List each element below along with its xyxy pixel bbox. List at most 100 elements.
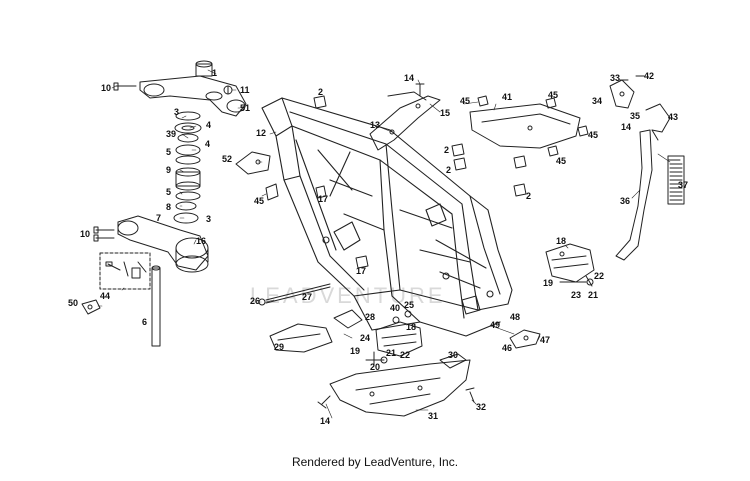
callout-10-lower: 10 — [80, 229, 90, 239]
bolt-kit-44 — [99, 252, 151, 290]
callout-45-panel-a: 45 — [460, 96, 470, 106]
bracket-34 — [609, 79, 635, 109]
callout-13: 13 — [370, 120, 380, 130]
callout-31: 31 — [428, 411, 438, 421]
callout-28: 28 — [365, 312, 375, 322]
leader-lines — [97, 69, 671, 419]
upper-clamp-bolt-10 — [113, 82, 137, 91]
callout-2-top: 2 — [318, 87, 323, 97]
chain-guard-29 — [269, 323, 333, 353]
lower-triple-clamp — [117, 215, 209, 273]
tank-bracket-13 — [369, 91, 441, 151]
callout-50: 50 — [68, 298, 78, 308]
callout-42: 42 — [644, 71, 654, 81]
callout-15: 15 — [440, 108, 450, 118]
callout-48: 48 — [510, 312, 520, 322]
rod-43 — [645, 103, 671, 141]
side-panel-41 — [469, 103, 581, 149]
callout-44: 44 — [100, 291, 110, 301]
callout-33: 33 — [610, 73, 620, 83]
callout-19-right: 19 — [543, 278, 553, 288]
callout-21-left: 21 — [386, 348, 396, 358]
callout-11: 11 — [240, 85, 250, 95]
callout-12: 12 — [256, 128, 266, 138]
callout-34: 34 — [592, 96, 602, 106]
callout-19-left: 19 — [350, 346, 360, 356]
sub-frame-rail-36 — [615, 129, 653, 261]
callout-47: 47 — [540, 335, 550, 345]
steering-stem-6 — [151, 265, 161, 347]
footpeg-hardware-right — [559, 275, 594, 287]
callout-27: 27 — [302, 292, 312, 302]
callout-20: 20 — [370, 362, 380, 372]
footpeg-right-18 — [545, 243, 595, 283]
bolt-27 — [258, 283, 331, 306]
callout-17-lower: 17 — [356, 266, 366, 276]
lower-clamp-bolts-10 — [93, 226, 115, 242]
callout-2-right-b: 2 — [446, 165, 451, 175]
callout-25: 25 — [404, 300, 414, 310]
callout-14-right: 14 — [621, 122, 631, 132]
frame-fittings — [315, 185, 369, 269]
spring-37 — [667, 155, 685, 205]
callout-22-left: 22 — [400, 350, 410, 360]
callout-3-lower: 3 — [206, 214, 211, 224]
callout-32: 32 — [476, 402, 486, 412]
callout-21-right: 21 — [588, 290, 598, 300]
callout-26: 26 — [250, 296, 260, 306]
callout-18-right: 18 — [556, 236, 566, 246]
callout-16: 16 — [196, 236, 206, 246]
callout-49: 49 — [490, 320, 500, 330]
rendered-by-footer: Rendered by LeadVenture, Inc. — [291, 455, 459, 469]
callout-45-frame: 45 — [254, 196, 264, 206]
footpeg-left-18 — [375, 321, 423, 357]
callout-37: 37 — [678, 180, 688, 190]
watermark: LEADVENTURE — [250, 283, 446, 308]
clip-45-left — [265, 183, 279, 201]
callout-40: 40 — [390, 303, 400, 313]
bracket-46 — [509, 329, 541, 349]
callout-45-panel-b: 45 — [548, 90, 558, 100]
callout-35: 35 — [630, 111, 640, 121]
callout-29: 29 — [274, 342, 284, 352]
callout-7: 7 — [156, 213, 161, 223]
callout-labels: 1 10 11 51 3 4 39 4 5 9 5 8 7 3 10 16 44… — [68, 68, 688, 426]
callout-14-top: 14 — [404, 73, 414, 83]
callout-5-upper: 5 — [166, 147, 171, 157]
callout-46: 46 — [502, 343, 512, 353]
bolt-14-bottom — [317, 395, 331, 409]
callout-24: 24 — [360, 333, 370, 343]
clips-2-right — [451, 143, 527, 197]
callout-45-panel-c: 45 — [588, 130, 598, 140]
bracket-52 — [235, 151, 271, 175]
callout-45-panel-d: 45 — [556, 156, 566, 166]
callout-51: 51 — [240, 103, 250, 113]
bracket-30 — [439, 353, 467, 369]
clips-45 — [477, 95, 589, 157]
callout-5-lower: 5 — [166, 187, 171, 197]
footpeg-hardware-left — [365, 351, 388, 367]
bolt-11 — [223, 85, 233, 95]
clip-2-top — [313, 95, 327, 109]
callout-30: 30 — [448, 350, 458, 360]
callout-22-right: 22 — [594, 271, 604, 281]
callout-8: 8 — [166, 202, 171, 212]
callout-41: 41 — [502, 92, 512, 102]
steering-bearing-stack — [173, 111, 202, 224]
callout-2-right-c: 2 — [526, 191, 531, 201]
callout-4-upper: 4 — [206, 120, 211, 130]
upper-triple-clamp — [139, 60, 247, 117]
callout-43: 43 — [668, 112, 678, 122]
callout-2-right-a: 2 — [444, 145, 449, 155]
callout-23: 23 — [571, 290, 581, 300]
callout-17-upper: 17 — [318, 194, 328, 204]
bolts-33-42 — [619, 75, 645, 81]
callout-14-bottom: 14 — [320, 416, 330, 426]
callout-39: 39 — [166, 129, 176, 139]
bolt-32 — [465, 387, 475, 403]
callout-6: 6 — [142, 317, 147, 327]
callout-1: 1 — [212, 68, 217, 78]
callout-18-left: 18 — [406, 322, 416, 332]
clip-50 — [81, 299, 101, 315]
